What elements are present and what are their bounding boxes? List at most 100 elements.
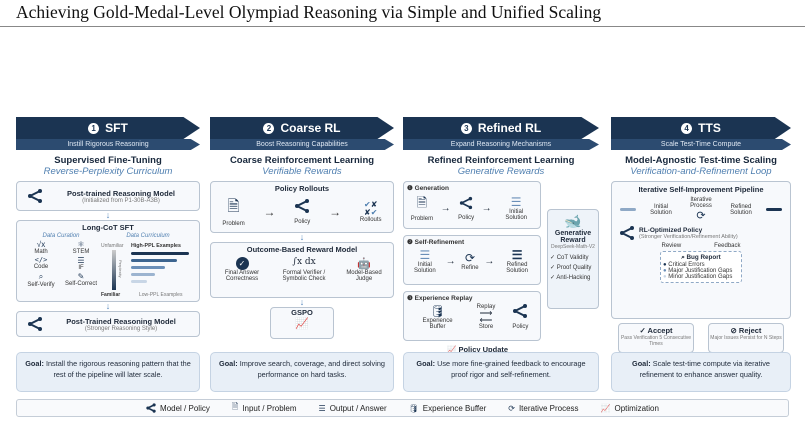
step-label: Initial Solution bbox=[505, 209, 528, 221]
stage-name: Coarse RL bbox=[280, 121, 341, 135]
section-title: Supervised Fine-Tuning bbox=[54, 155, 162, 166]
goal-text: Scale test-time compute via iterative re… bbox=[639, 359, 770, 379]
right-arrow: → bbox=[445, 255, 456, 267]
column-refined-rl: 3 Refined RL Expand Reasoning Mechanisms… bbox=[403, 117, 599, 392]
unfamiliar-label: Unfamiliar bbox=[101, 243, 124, 249]
pipeline-box: Iterative Self-Improvement Pipeline Init… bbox=[611, 181, 791, 319]
rollout-label: Rollouts bbox=[359, 216, 382, 223]
model-title: Post-Trained Reasoning Model bbox=[66, 316, 176, 326]
bug-text: Major Justification Gaps bbox=[668, 268, 733, 274]
step-label: Refine bbox=[461, 265, 479, 271]
reward-model-name: DeepSeek-Math-V2 bbox=[551, 244, 595, 250]
ppl-bar bbox=[131, 259, 177, 262]
refined-bar-icon bbox=[766, 208, 782, 211]
bug-text: Minor Justification Gaps bbox=[668, 274, 733, 280]
reward-check: ✓ CoT Validity bbox=[550, 255, 589, 261]
legend: Model / Policy 🗎Input / Problem ☰Output … bbox=[16, 399, 789, 417]
curation-self-correct: ✎Self-Correct bbox=[61, 272, 101, 288]
orm-label: Model-Based Judge bbox=[346, 270, 382, 282]
down-arrow: ↓ bbox=[299, 232, 305, 242]
reward-check: ✓ Anti-Hacking bbox=[550, 275, 591, 281]
stage-number: 1 bbox=[88, 122, 100, 134]
goal-panel: Goal: Improve search, coverage, and dire… bbox=[210, 352, 394, 392]
data-curation-label: Data Curation bbox=[42, 233, 80, 239]
accept-title: ✓ Accept bbox=[639, 326, 673, 335]
database-icon: 🛢 bbox=[408, 403, 419, 413]
section-title: Coarse Reinforcement Learning bbox=[229, 155, 375, 166]
curation-label: Code bbox=[33, 264, 49, 270]
legend-output: ☰Output / Answer bbox=[319, 404, 387, 413]
gspo-box: GSPO 📈 bbox=[270, 307, 334, 339]
step-label: Policy bbox=[458, 214, 475, 221]
model-icon bbox=[28, 317, 42, 331]
bug-text: Critical Errors bbox=[668, 262, 705, 268]
stage-name: TTS bbox=[698, 121, 721, 135]
step-title: Experience Replay bbox=[414, 295, 473, 302]
reward-title: Generative Reward bbox=[554, 230, 592, 244]
bug-title-text: Bug Report bbox=[686, 254, 721, 261]
model-icon bbox=[295, 199, 310, 213]
goal-label: Goal: bbox=[632, 359, 651, 368]
replay-arrow-label: Replay bbox=[476, 303, 496, 310]
loop-icon: ⟳ bbox=[696, 210, 706, 222]
perplexity-axis-label: Perplexity bbox=[118, 260, 123, 278]
orm-judge: 🤖 Model-Based Judge bbox=[339, 257, 389, 282]
model-icon bbox=[513, 304, 528, 318]
legend-label: Experience Buffer bbox=[422, 403, 487, 413]
optimization-icon: 📈 bbox=[295, 318, 309, 330]
generative-reward-box: 🐋 Generative Reward DeepSeek-Math-V2 ✓ C… bbox=[547, 209, 599, 309]
code-icon: </> bbox=[34, 256, 48, 264]
store-arrow-label: Store bbox=[478, 323, 494, 330]
section-subtitle: Verifiable Rewards bbox=[262, 166, 342, 177]
column-sft: 1 SFT Instill Rigorous Reasoning Supervi… bbox=[16, 117, 200, 392]
curation-label: Math bbox=[34, 249, 48, 255]
stage-subtitle: Boost Reasoning Capabilities bbox=[210, 139, 394, 150]
checklist-icon: ☰ bbox=[77, 256, 85, 265]
down-arrow: ↓ bbox=[299, 297, 305, 307]
lines-icon: ☰ bbox=[511, 248, 523, 262]
familiar-label: Familiar bbox=[101, 292, 121, 298]
right-arrow: → bbox=[263, 204, 276, 219]
section-title: Model-Agnostic Test-time Scaling bbox=[625, 155, 777, 166]
stage-subtitle: Expand Reasoning Mechanisms bbox=[403, 139, 599, 150]
bug-title: ⌕ Bug Report bbox=[681, 254, 721, 261]
step-title: Self-Refinement bbox=[414, 239, 465, 246]
goal-label: Goal: bbox=[416, 359, 436, 368]
legend-iterative: ⟳Iterative Process bbox=[508, 404, 578, 413]
rollout-results: ✔✘✘✔ Rollouts bbox=[359, 199, 382, 223]
ppl-bar bbox=[131, 273, 155, 276]
check-cross-icon: ✔✘✘✔ bbox=[364, 199, 378, 217]
down-arrow: ↓ bbox=[105, 210, 111, 220]
bug-item: ● Critical Errors bbox=[663, 262, 705, 268]
policy-update-label: Policy Update bbox=[458, 345, 509, 354]
accept-box: ✓ Accept Pass Verification 5 Consecutive… bbox=[618, 323, 694, 353]
goal-text: Install the rigorous reasoning pattern t… bbox=[45, 359, 191, 379]
ppl-bars bbox=[131, 252, 189, 283]
document-icon: 🗎 bbox=[416, 195, 428, 210]
magnifier-icon: ⌕ bbox=[38, 272, 44, 281]
bug-item: ● Major Justification Gaps bbox=[663, 268, 733, 274]
data-curriculum-label: Data Curriculum bbox=[126, 233, 170, 239]
ppl-bar bbox=[131, 252, 189, 255]
loop-icon: ⟳ bbox=[508, 403, 515, 413]
section-subtitle: Verification-and-Refinement Loop bbox=[630, 166, 772, 177]
iterative-label: Iterative Process bbox=[690, 197, 712, 209]
pipeline-title: Iterative Self-Improvement Pipeline bbox=[638, 185, 764, 194]
rollout-label: Policy bbox=[294, 219, 311, 225]
experience-replay-box: ❸ Experience Replay 🛢Experience Buffer R… bbox=[403, 291, 541, 341]
robot-icon: 🤖 bbox=[357, 258, 371, 270]
stage-subtitle: Scale Test-Time Compute bbox=[611, 139, 791, 150]
step-label: Initial Solution bbox=[414, 262, 436, 274]
column-coarse-rl: 2 Coarse RL Boost Reasoning Capabilities… bbox=[210, 117, 394, 392]
legend-optimization: 📈Optimization bbox=[601, 404, 659, 413]
step-label: Problem bbox=[410, 216, 434, 222]
optimization-icon: 📈 bbox=[447, 345, 457, 354]
optimization-icon: 📈 bbox=[600, 403, 611, 413]
reject-subtitle: Major Issues Persist for N Steps bbox=[710, 335, 782, 341]
stage-number: 4 bbox=[681, 122, 693, 134]
check-circle-icon: ✓ bbox=[235, 257, 249, 270]
lines-icon: ☰ bbox=[510, 195, 522, 209]
model-icon bbox=[460, 196, 473, 209]
